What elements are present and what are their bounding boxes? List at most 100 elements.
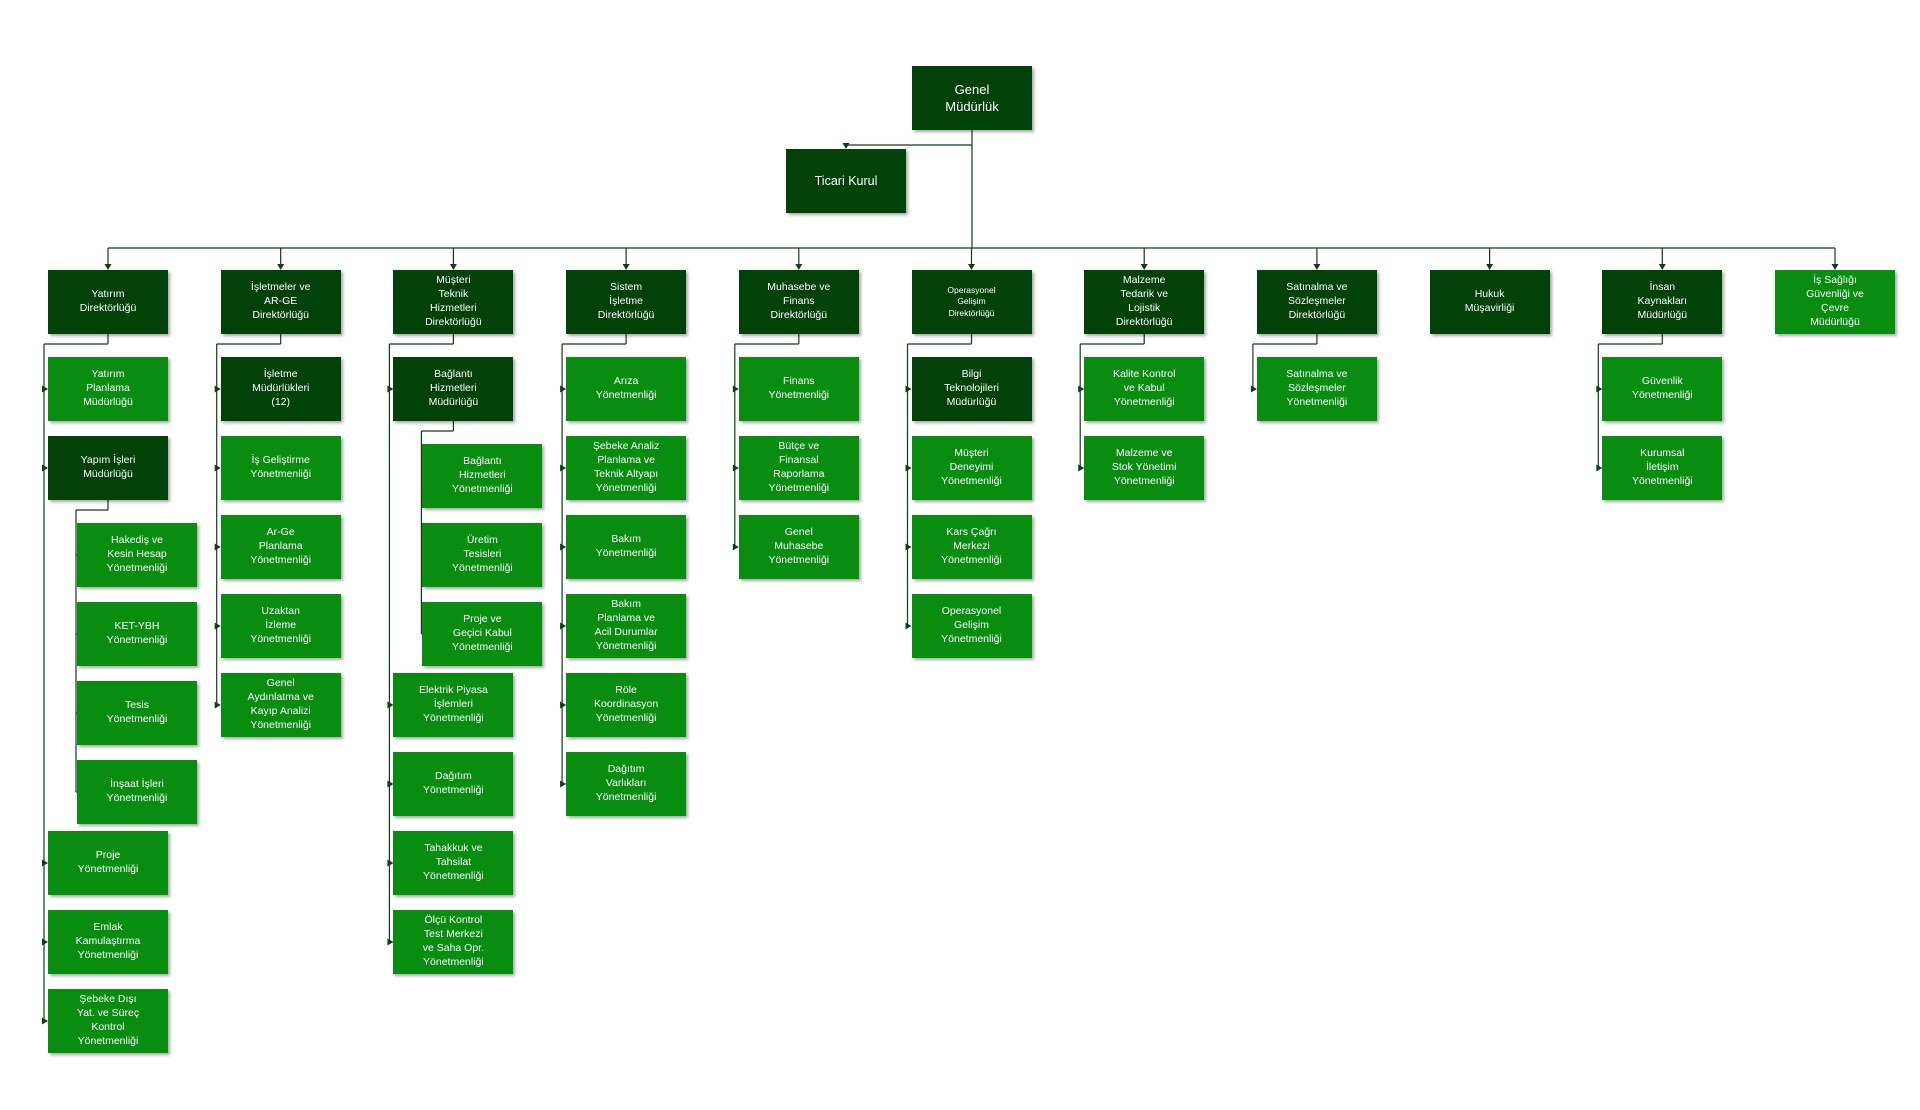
unit-box-7-0: Satınalma ve Sözleşmeler Yönetmenliği bbox=[1256, 357, 1377, 421]
arrow-right-icon bbox=[905, 543, 912, 551]
commercial-board-box: Ticari Kurul bbox=[786, 149, 906, 213]
unit-box-5-2: Kars Çağrı Merkezi Yönetmenliği bbox=[911, 515, 1032, 579]
arrow-right-icon bbox=[387, 938, 394, 946]
unit-box-2-4: Ölçü Kontrol Test Merkezi ve Saha Opr. Y… bbox=[393, 910, 514, 974]
arrow-right-icon bbox=[560, 780, 567, 788]
arrow-right-icon bbox=[560, 464, 567, 472]
arrow-right-icon bbox=[387, 780, 394, 788]
arrow-right-icon bbox=[560, 701, 567, 709]
unit-box-3-3: Bakım Planlama ve Acil Durumlar Yönetmen… bbox=[566, 594, 687, 658]
unit-box-6-0: Kalite Kontrol ve Kabul Yönetmenliği bbox=[1084, 357, 1205, 421]
arrow-right-icon bbox=[905, 385, 912, 393]
arrow-right-icon bbox=[42, 385, 48, 393]
unit-box-2-1: Elektrik Piyasa İşlemleri Yönetmenliği bbox=[393, 673, 514, 737]
arrow-right-icon bbox=[560, 543, 567, 551]
subunit-box-2-0-1: Üretim Tesisleri Yönetmenliği bbox=[422, 523, 543, 587]
unit-box-0-2: Proje Yönetmenliği bbox=[48, 831, 168, 895]
arrow-right-icon bbox=[387, 859, 394, 867]
unit-box-4-0: Finans Yönetmenliği bbox=[738, 357, 859, 421]
arrow-down-icon bbox=[1658, 264, 1666, 270]
arrow-down-icon bbox=[622, 264, 630, 270]
arrow-down-icon bbox=[104, 264, 112, 270]
directorate-box-5: Operasyonel Gelişim Direktörlüğü bbox=[911, 270, 1032, 334]
unit-box-4-1: Bütçe ve Finansal Raporlama Yönetmenliği bbox=[738, 436, 859, 500]
directorate-box-10: İş Sağlığı Güvenliği ve Çevre Müdürlüğü bbox=[1775, 270, 1895, 334]
unit-box-2-2: Dağıtım Yönetmenliği bbox=[393, 752, 514, 816]
unit-box-2-0: Bağlantı Hizmetleri Müdürlüğü bbox=[393, 357, 514, 421]
unit-box-1-2: Ar-Ge Planlama Yönetmenliği bbox=[220, 515, 341, 579]
arrow-down-icon bbox=[1313, 264, 1321, 270]
arrow-right-icon bbox=[560, 622, 567, 630]
unit-box-1-4: Genel Aydınlatma ve Kayıp Analizi Yönetm… bbox=[220, 673, 341, 737]
unit-box-4-2: Genel Muhasebe Yönetmenliği bbox=[738, 515, 859, 579]
arrow-right-icon bbox=[214, 464, 221, 472]
subunit-box-0-1-3: İnşaat İşleri Yönetmenliği bbox=[77, 760, 197, 824]
arrow-right-icon bbox=[387, 701, 394, 709]
unit-box-1-0: İşletme Müdürlükleri (12) bbox=[220, 357, 341, 421]
arrow-right-icon bbox=[1078, 464, 1085, 472]
arrow-down-icon bbox=[795, 264, 803, 270]
directorate-box-7: Satınalma ve Sözleşmeler Direktörlüğü bbox=[1256, 270, 1377, 334]
arrow-right-icon bbox=[42, 1017, 48, 1025]
arrow-down-icon bbox=[449, 264, 457, 270]
arrow-right-icon bbox=[732, 385, 739, 393]
subunit-box-0-1-2: Tesis Yönetmenliği bbox=[77, 681, 197, 745]
arrow-right-icon bbox=[42, 938, 48, 946]
directorate-box-4: Muhasebe ve Finans Direktörlüğü bbox=[738, 270, 859, 334]
unit-box-3-2: Bakım Yönetmenliği bbox=[566, 515, 687, 579]
arrow-right-icon bbox=[1078, 385, 1085, 393]
unit-box-3-4: Röle Koordinasyon Yönetmenliği bbox=[566, 673, 687, 737]
general-directorate-box: Genel Müdürlük bbox=[912, 66, 1032, 130]
unit-box-9-1: Kurumsal İletişim Yönetmenliği bbox=[1602, 436, 1723, 500]
arrow-right-icon bbox=[214, 385, 221, 393]
arrow-right-icon bbox=[42, 464, 48, 472]
subunit-box-0-1-1: KET-YBH Yönetmenliği bbox=[77, 602, 197, 666]
unit-box-0-1: Yapım İşleri Müdürlüğü bbox=[48, 436, 168, 500]
unit-box-0-0: Yatırım Planlama Müdürlüğü bbox=[48, 357, 168, 421]
subunit-box-2-0-2: Proje ve Geçici Kabul Yönetmenliği bbox=[422, 602, 543, 666]
arrow-down-icon bbox=[1486, 264, 1494, 270]
arrow-right-icon bbox=[732, 543, 739, 551]
unit-box-5-3: Operasyonel Gelişim Yönetmenliği bbox=[911, 594, 1032, 658]
arrow-down-icon bbox=[277, 264, 285, 270]
unit-box-0-4: Şebeke Dışı Yat. ve Süreç Kontrol Yönetm… bbox=[48, 989, 168, 1053]
arrow-right-icon bbox=[387, 385, 394, 393]
directorate-box-3: Sistem İşletme Direktörlüğü bbox=[566, 270, 687, 334]
unit-box-3-5: Dağıtım Varlıkları Yönetmenliği bbox=[566, 752, 687, 816]
subunit-box-2-0-0: Bağlantı Hizmetleri Yönetmenliği bbox=[422, 444, 543, 508]
arrow-right-icon bbox=[214, 622, 221, 630]
arrow-right-icon bbox=[1596, 385, 1603, 393]
arrow-right-icon bbox=[214, 701, 221, 709]
arrow-down-icon bbox=[1140, 264, 1148, 270]
unit-box-5-0: Bilgi Teknolojileri Müdürlüğü bbox=[911, 357, 1032, 421]
directorate-box-9: İnsan Kaynakları Müdürlüğü bbox=[1602, 270, 1723, 334]
arrow-right-icon bbox=[42, 859, 48, 867]
arrow-right-icon bbox=[1250, 385, 1257, 393]
arrow-down-icon bbox=[968, 264, 975, 270]
arrow-down-icon bbox=[1831, 264, 1839, 270]
unit-box-2-3: Tahakkuk ve Tahsilat Yönetmenliği bbox=[393, 831, 514, 895]
unit-box-5-1: Müşteri Deneyimi Yönetmenliği bbox=[911, 436, 1032, 500]
arrow-right-icon bbox=[1596, 464, 1603, 472]
directorate-box-2: Müşteri Teknik Hizmetleri Direktörlüğü bbox=[393, 270, 514, 334]
unit-box-3-0: Arıza Yönetmenliği bbox=[566, 357, 687, 421]
directorate-box-0: Yatırım Direktörlüğü bbox=[48, 270, 168, 334]
unit-box-1-1: İş Geliştirme Yönetmenliği bbox=[220, 436, 341, 500]
arrow-right-icon bbox=[732, 464, 739, 472]
directorate-box-1: İşletmeler ve AR-GE Direktörlüğü bbox=[220, 270, 341, 334]
subunit-box-0-1-0: Hakediş ve Kesin Hesap Yönetmenliği bbox=[77, 523, 197, 587]
arrow-right-icon bbox=[214, 543, 221, 551]
arrow-down-icon bbox=[842, 143, 850, 149]
arrow-right-icon bbox=[905, 464, 912, 472]
directorate-box-6: Malzeme Tedarik ve Lojistik Direktörlüğü bbox=[1084, 270, 1205, 334]
directorate-box-8: Hukuk Müşavirliği bbox=[1429, 270, 1550, 334]
arrow-right-icon bbox=[905, 622, 912, 630]
unit-box-3-1: Şebeke Analiz Planlama ve Teknik Altyapı… bbox=[566, 436, 687, 500]
unit-box-0-3: Emlak Kamulaştırma Yönetmenliği bbox=[48, 910, 168, 974]
arrow-right-icon bbox=[560, 385, 567, 393]
unit-box-1-3: Uzaktan İzleme Yönetmenliği bbox=[220, 594, 341, 658]
unit-box-6-1: Malzeme ve Stok Yönetimi Yönetmenliği bbox=[1084, 436, 1205, 500]
unit-box-9-0: Güvenlik Yönetmenliği bbox=[1602, 357, 1723, 421]
